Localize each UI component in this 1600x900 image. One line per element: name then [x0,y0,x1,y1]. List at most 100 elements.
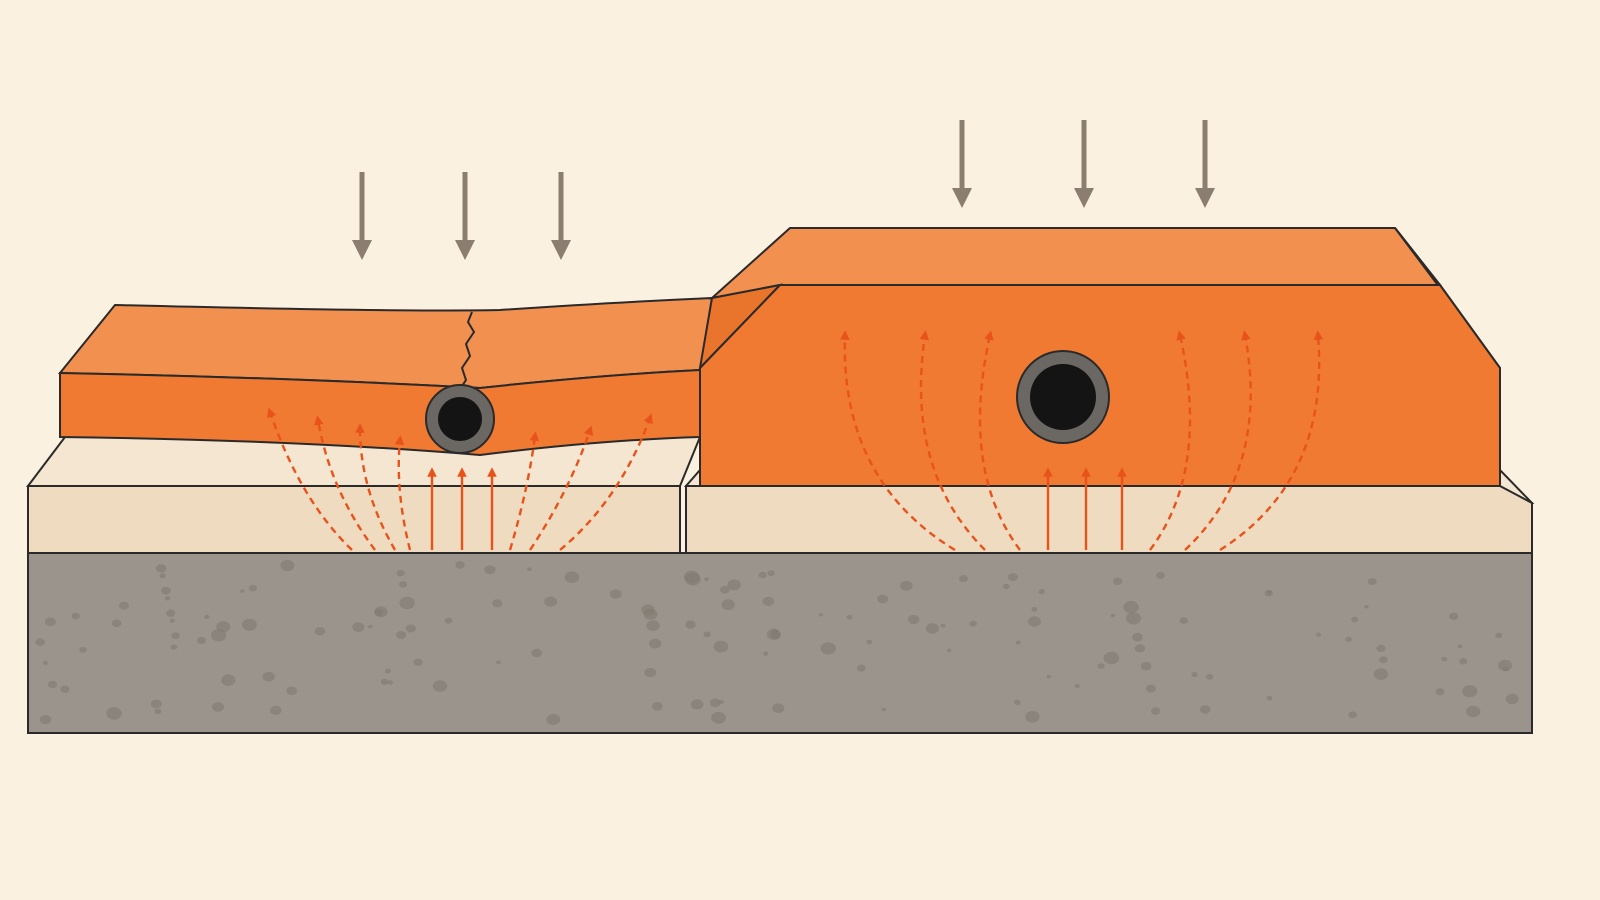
concrete-speckle [946,648,952,653]
concrete-speckle [248,585,257,592]
concrete-speckle [1097,663,1105,669]
concrete-speckle [1028,616,1041,627]
concrete-speckle [170,644,178,650]
concrete-speckle [1345,636,1352,643]
concrete-speckle [212,702,224,712]
heat-arrow [267,407,353,551]
concrete-speckle [1015,640,1021,645]
concrete-speckle [690,699,704,710]
concrete-speckle [1110,613,1116,618]
crack-line [457,311,476,393]
load-arrows-left [352,172,571,260]
concrete-speckle [79,646,87,653]
concrete-speckle [39,715,52,725]
heat-arrow [394,435,412,551]
concrete-speckle [846,614,853,620]
concrete-speckle [374,609,383,617]
concrete-speckle [820,642,836,655]
concrete-speckle [1459,658,1468,665]
concrete-speckle [1348,711,1357,719]
concrete-speckle [1462,685,1478,698]
concrete-speckle [1364,605,1369,609]
concrete-speckle [1199,705,1211,714]
concrete-speckle [164,596,171,601]
concrete-speckle [713,640,729,653]
concrete-speckle [1123,600,1139,614]
concrete-speckles [35,559,1519,725]
concrete-speckle [959,575,968,583]
concrete-speckle [71,612,80,620]
concrete-base [27,552,1533,734]
concrete-speckle [1495,632,1503,639]
heat-arrow [1184,330,1252,551]
concrete-speckle [703,631,711,638]
concrete-speckle [649,638,662,649]
heat-arrow [559,413,653,551]
concrete-speckle [106,707,122,720]
concrete-speckle [609,589,622,599]
concrete-speckle [111,619,122,628]
concrete-speckle [1156,572,1165,579]
concrete-speckle [221,674,236,686]
concrete-speckle [564,571,580,583]
concrete-speckle [685,620,696,629]
concrete-speckle [546,713,561,725]
concrete-speckle [1503,666,1509,672]
concrete-speckle [1134,644,1146,653]
concrete-speckle [1316,632,1322,637]
concrete-speckle [1074,684,1080,688]
concrete-speckle [159,573,166,579]
concrete-speckle [380,678,389,686]
concrete-speckle [718,699,725,704]
concrete-speckle [169,618,175,623]
concrete-speckle [1008,573,1018,582]
concrete-speckle [216,621,231,633]
concrete-speckle [772,703,785,714]
concrete-speckle [1179,617,1188,624]
concrete-speckle [444,617,453,624]
concrete-speckle [683,570,700,584]
heat-arrow [1219,330,1324,552]
heat-arrow [529,425,594,551]
concrete-speckle [314,627,326,636]
concrete-speckle [1025,711,1040,723]
concrete-speckle [881,707,886,712]
concrete-speckle [387,680,394,685]
concrete-speckle [721,599,735,611]
concrete-speckle [763,651,769,656]
concrete-speckle [396,631,407,639]
heat-arrow [1149,330,1192,551]
concrete-speckle [270,705,282,716]
concrete-speckle [1457,644,1463,649]
concrete-speckle [709,698,721,708]
concrete-speckle [940,623,946,628]
heat-arrow [840,330,956,552]
concrete-speckle [711,711,726,724]
concrete-speckle [1205,673,1214,680]
concrete-speckle [241,618,257,631]
concrete-speckle [492,599,503,608]
concrete-speckle [262,671,275,682]
concrete-speckle [1038,589,1046,595]
concrete-speckle [758,571,767,579]
concrete-speckle [544,596,557,607]
concrete-speckle [60,685,70,693]
concrete-speckle [1266,695,1273,701]
insulation-right-front [685,485,1533,554]
concrete-speckle [1013,699,1021,706]
heat-flow-right [840,330,1324,552]
concrete-speckle [286,686,298,696]
concrete-speckle [900,580,913,591]
concrete-speckle [1145,684,1156,693]
concrete-speckle [166,609,176,617]
heat-arrow [508,431,540,551]
concrete-speckle [44,617,56,627]
concrete-speckle [1505,693,1519,705]
concrete-speckle [204,614,210,619]
heat-arrow [978,330,1021,551]
concrete-speckle [1112,577,1123,586]
concrete-speckle [1435,688,1445,696]
concrete-speckle [1376,644,1386,653]
concrete-speckle [240,589,245,593]
